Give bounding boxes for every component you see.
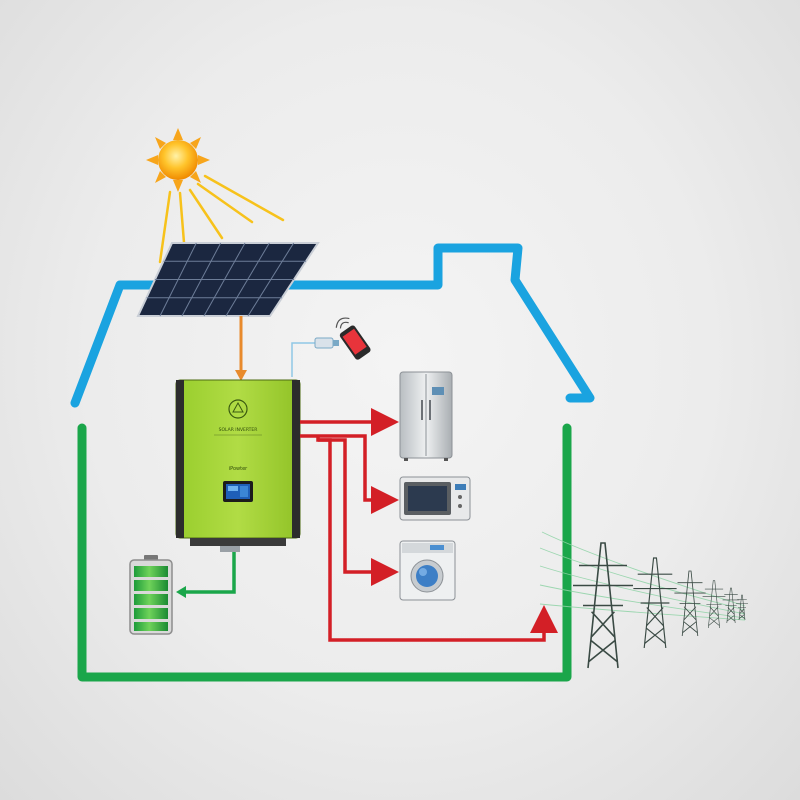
ac-flow-lines <box>300 408 558 642</box>
roof-outline <box>70 243 595 408</box>
inverter-label: SOLAR INVERTER <box>219 427 258 433</box>
monitoring-link <box>291 317 371 377</box>
inverter-connectors <box>220 546 240 552</box>
power-tower-icon <box>633 557 677 649</box>
battery-flow-arrow <box>176 552 236 598</box>
sun-icon <box>146 128 285 264</box>
washing-machine-icon <box>399 540 456 601</box>
power-grid <box>539 531 748 669</box>
smartphone-icon <box>335 317 371 360</box>
microwave-icon <box>399 476 471 521</box>
power-tower-icon <box>674 570 706 637</box>
power-tower-icon <box>573 542 633 669</box>
flow-to-microwave <box>300 434 399 514</box>
logo-icon <box>228 399 248 419</box>
pv-flow-arrow <box>235 316 247 381</box>
flow-to-grid <box>318 438 558 642</box>
inverter-icon: SOLAR INVERTER iPowter <box>175 379 301 552</box>
inverter-brand: iPowter <box>229 466 248 472</box>
power-tower-icon <box>736 594 748 621</box>
refrigerator-icon <box>399 371 453 461</box>
power-lines <box>539 531 746 621</box>
wifi-dongle-icon <box>314 337 339 349</box>
battery-icon <box>129 555 173 635</box>
panel-cells <box>146 242 306 317</box>
wall-outline <box>77 423 572 682</box>
power-tower-icon <box>702 580 726 629</box>
solar-panel-icon <box>136 242 320 317</box>
power-tower-group <box>573 542 748 669</box>
power-tower-icon <box>722 587 740 624</box>
